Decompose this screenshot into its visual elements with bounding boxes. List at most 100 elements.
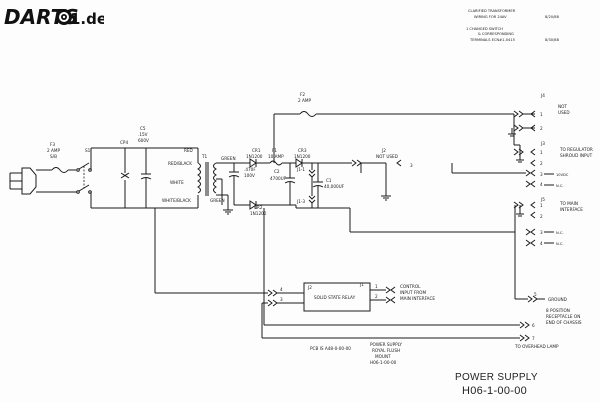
cr2-label: CR2 <box>254 205 263 210</box>
j3-to-1: TO REGULATOR <box>559 147 593 152</box>
control-3: MAIN INTERFACE <box>400 296 435 301</box>
relay-j1: J1 <box>359 282 364 287</box>
connector-j1: J1-1 J1-3 <box>295 163 316 209</box>
connector-j2: J2 NOT USED 3 <box>351 148 413 201</box>
j1-1-label: J1-1 <box>296 167 305 172</box>
recept-2: RECEPTACLE ON <box>546 314 580 319</box>
j2-label: J2 <box>381 148 386 153</box>
cr2-part: 1N1200 <box>250 211 267 216</box>
j5-label: J5 <box>540 197 545 202</box>
ground-label: GROUND <box>548 297 567 302</box>
wire-white-black-label: WHITE/BLACK <box>162 198 191 203</box>
ps-note-3: MOUNT <box>375 354 391 359</box>
f1-label: F1 <box>272 148 277 153</box>
board-notes: PCB IS A48-0-00-00 POWER SUPPLY ROYAL FL… <box>310 342 402 365</box>
c2-label: C2 <box>274 169 280 174</box>
j3-label: J3 <box>540 141 545 146</box>
relay-pin-4: 4 <box>280 287 283 292</box>
wire-red-black-label: RED/BLACK <box>168 161 192 166</box>
receptacle-pin-6: 6 <box>532 323 535 328</box>
note-5: TERMINALS ECN#1-0415 <box>469 38 515 42</box>
ps-note-2: ROYAL FLUSH <box>372 348 400 353</box>
j5-pin-1: 1 <box>540 203 543 208</box>
overhead-lamp-label: TO OVERHEAD LAMP <box>514 344 559 349</box>
j4-pin-2: 2 <box>540 126 543 131</box>
f3-rating: 2 AMP <box>47 148 60 153</box>
relay-pin-1: 1 <box>375 284 378 289</box>
f2-rating: 2 AMP <box>298 98 311 103</box>
wire-green-label-2: GREEN <box>210 198 225 203</box>
ps-note-4: H06-1-00-00 <box>370 360 397 365</box>
recept-3: END OF CHASSIS <box>546 320 582 325</box>
recept-1: 8 POSITION <box>546 308 570 313</box>
cr1-label: CR1 <box>252 148 261 153</box>
receptacle-8pos: 5 GROUND 8 POSITION RECEPTACLE ON END OF… <box>514 292 582 349</box>
s1-label: S1 <box>85 148 91 153</box>
c5-label: C5 <box>140 126 146 131</box>
fuse-f2: F2 2 AMP <box>298 92 514 117</box>
control-2: INPUT FROM <box>400 290 426 295</box>
diode-cr3: CR3 1N1200 <box>290 148 352 168</box>
j5-to-2: INTERFACE <box>560 207 583 212</box>
capacitor-470f: .470F 100V <box>228 163 256 205</box>
connector-j4: J4 NOT USED 1 2 <box>508 93 570 137</box>
title-block-number: H06-1-00-00 <box>462 385 527 397</box>
c2-value: 4700UF <box>270 176 287 181</box>
fuse-f1: F1 10 AMP <box>268 148 290 166</box>
pcb-note: PCB IS A48-0-00-00 <box>310 346 351 351</box>
switch-s1: S1 <box>76 148 92 194</box>
diode-cr2: CR2 1N1200 <box>234 200 272 216</box>
j5-nc-1: N.C. <box>556 231 563 235</box>
cp4-label: CP4 <box>120 140 128 145</box>
fuse-f3: F3 2 AMP S/B <box>47 142 69 173</box>
j4-not-used-2: USED <box>558 110 570 115</box>
f2-label: F2 <box>300 92 305 97</box>
relay-label: SOLID STATE RELAY <box>314 295 356 300</box>
control-1: CONTROL <box>400 284 421 289</box>
cr1-part: 1N1200 <box>246 154 263 159</box>
c1-label: C1 <box>326 178 332 183</box>
logo-right: 1.de <box>70 10 104 28</box>
cap-470-voltage: 100V <box>244 173 255 178</box>
j3-10vdc: 10VDC <box>556 173 569 177</box>
dartsonline-logo: DARTS <box>4 6 79 29</box>
note-2: WIRING FOR 24AV <box>474 15 507 19</box>
j2-not-used: NOT USED <box>376 154 398 159</box>
cr3-part: 1N1200 <box>294 154 311 159</box>
title-block: POWER SUPPLY H06-1-00-00 <box>455 372 538 397</box>
receptacle-pin-7: 7 <box>532 336 535 341</box>
revision-notes: CLARIFIED TRANSFORMER WIRING FOR 24AV 8/… <box>466 9 560 42</box>
title-block-title: POWER SUPPLY <box>455 372 538 383</box>
ac-plug-icon <box>9 167 37 195</box>
j5-pin-2: 2 <box>540 214 543 219</box>
j3-pin-1: 1 <box>540 150 543 155</box>
j4-label: J4 <box>540 93 545 98</box>
diode-cr1: CR1 1N1200 <box>234 148 270 168</box>
j4-pin-1: 1 <box>540 112 543 117</box>
j3-pin-3: 3 <box>540 172 543 177</box>
dartboard-icon <box>56 9 72 25</box>
t1-label: T1 <box>201 154 208 159</box>
j3-pin-4: 4 <box>540 182 543 187</box>
note-2-date: 8/20/88 <box>545 15 560 19</box>
j5-nc-2: N.C. <box>556 242 563 246</box>
f3-label: F3 <box>50 142 55 147</box>
ground-pin: 5 <box>534 292 537 297</box>
c1-value: 40,000UF <box>324 184 345 189</box>
j5-pin-3: 3 <box>540 230 543 235</box>
j1-3-label: J1-3 <box>296 199 305 204</box>
c5-voltage: .15V <box>138 132 148 137</box>
relay-pin-2: 2 <box>375 294 378 299</box>
transformer-t1: RED RED/BLACK WHITE WHITE/BLACK T1 GREEN… <box>162 148 236 208</box>
j3-pin-2: 2 <box>540 161 543 166</box>
relay-pin-3: 3 <box>280 297 283 302</box>
logo-right-text: 1.de <box>70 10 104 28</box>
capacitor-c2: C2 4700UF <box>270 163 296 206</box>
f3-type: S/B <box>50 154 57 159</box>
note-1: CLARIFIED TRANSFORMER <box>468 9 516 13</box>
cr3-label: CR3 <box>298 148 307 153</box>
j5-to-1: TO MAIN <box>559 201 578 206</box>
j3-to-2: SHROUD INPUT <box>560 153 593 158</box>
